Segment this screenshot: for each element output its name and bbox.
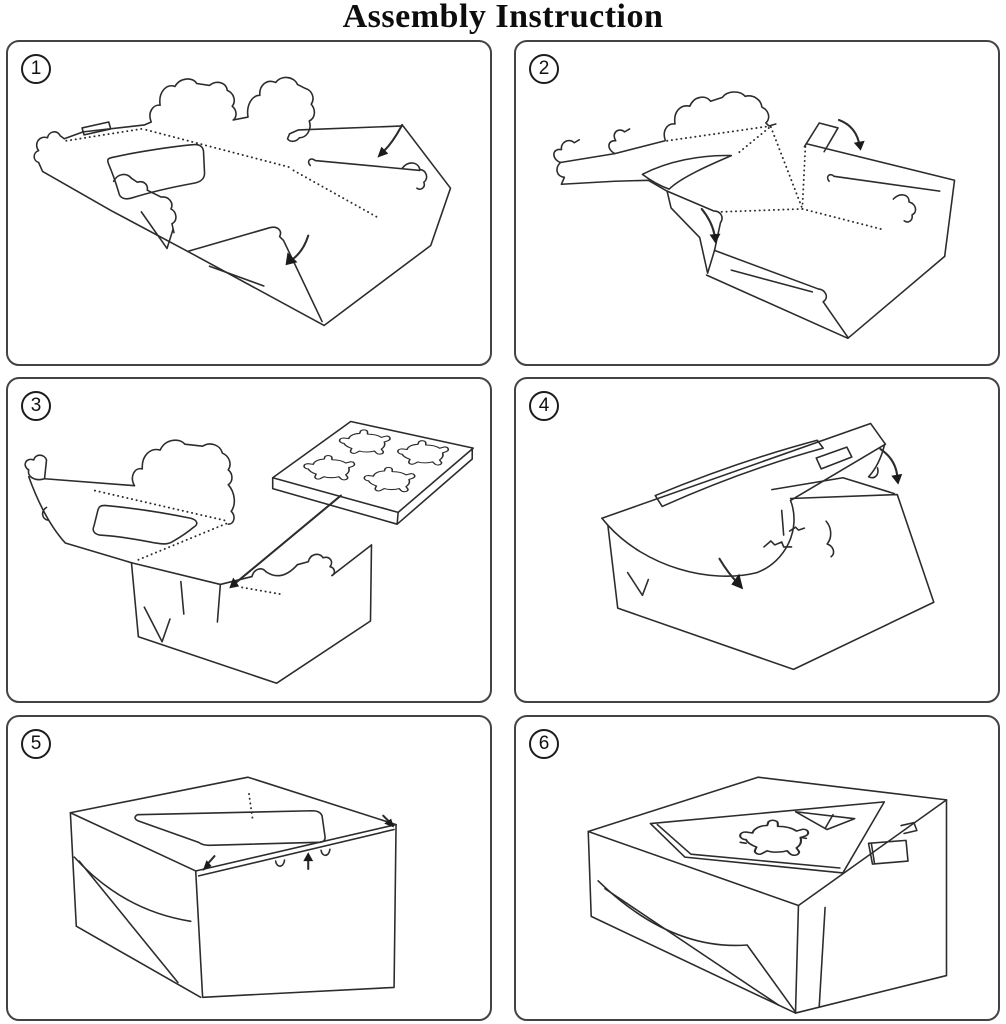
step-panel-1: 1: [6, 40, 492, 366]
fold-creases: [65, 127, 380, 219]
lid-flaps-left: [553, 128, 733, 192]
window-cutout: [106, 143, 206, 200]
rim-step: [900, 821, 918, 835]
lid-window: [92, 504, 198, 545]
closing-lid: [601, 422, 887, 577]
fold-creases: [666, 125, 885, 231]
tuck-notch: [320, 848, 331, 857]
step-panel-2: 2: [514, 40, 1000, 366]
fold-arrow-icon: [377, 123, 404, 158]
blank-outline: [33, 76, 452, 327]
handle-slit: [81, 121, 112, 136]
insert-tabs: [788, 526, 806, 532]
step-panel-5: 5: [6, 715, 492, 1021]
corner-flap: [803, 122, 839, 153]
box-sides: [587, 799, 948, 1014]
far-wall-handle-slit: [307, 158, 421, 172]
standing-walls: [112, 158, 428, 323]
side-handle-tab: [867, 839, 909, 865]
wall-handle-slit: [826, 173, 941, 192]
cupcake-cavity: [338, 429, 391, 455]
step-5-drawing: [69, 776, 397, 999]
wall-tab: [892, 194, 917, 223]
step-1-drawing: [33, 76, 452, 327]
press-arrow-icon: [202, 855, 216, 871]
step-5-number: 5: [21, 729, 51, 759]
top-window: [649, 801, 886, 874]
lid-window: [654, 439, 824, 508]
tuck-notch: [274, 859, 286, 867]
step-4-drawing: [601, 422, 935, 671]
fold-arrow-icon: [837, 118, 865, 151]
step-panel-4: 4: [514, 377, 1000, 703]
fold-arrow-icon: [718, 557, 744, 590]
box-base: [705, 249, 946, 340]
fold-arrow-icon: [700, 207, 721, 244]
cupcake-cavity: [397, 440, 450, 466]
step-2-number: 2: [529, 54, 559, 84]
press-arrow-icon: [382, 814, 395, 828]
cupcake-cavity: [363, 466, 416, 493]
step-panel-6: 6: [514, 715, 1000, 1021]
insert-arrow-icon: [229, 494, 342, 589]
fold-arrow-icon: [879, 448, 903, 485]
step-panel-3: 3: [6, 377, 492, 703]
box-top: [69, 776, 397, 877]
top-window: [134, 809, 326, 847]
insert-tray: [271, 420, 475, 525]
insert-tabs: [763, 540, 793, 548]
step-3-drawing: [24, 420, 475, 685]
box-base: [607, 476, 935, 671]
far-wall-tab: [401, 162, 428, 190]
fold-arrow-icon: [285, 234, 310, 266]
page-title: Assembly Instruction: [342, 0, 664, 35]
right-wall: [803, 122, 956, 258]
front-left-wall: [666, 190, 723, 274]
open-lid: [24, 439, 236, 564]
step-6-number: 6: [529, 729, 559, 759]
box-sides: [69, 811, 397, 999]
inner-corner-flap: [794, 810, 856, 831]
step-2-drawing: [553, 91, 956, 340]
step-1-number: 1: [21, 54, 51, 84]
cupcake-cavity: [303, 455, 356, 481]
press-arrow-icon: [303, 852, 314, 871]
step-4-number: 4: [529, 391, 559, 421]
step-6-drawing: [587, 776, 948, 1014]
lid-handle-slit: [815, 446, 853, 470]
top-lock-flap: [663, 91, 777, 141]
step-3-number: 3: [21, 391, 51, 421]
box-base: [130, 544, 373, 685]
edge-window-sliver: [641, 154, 733, 190]
cupcake-cavity: [739, 819, 810, 856]
